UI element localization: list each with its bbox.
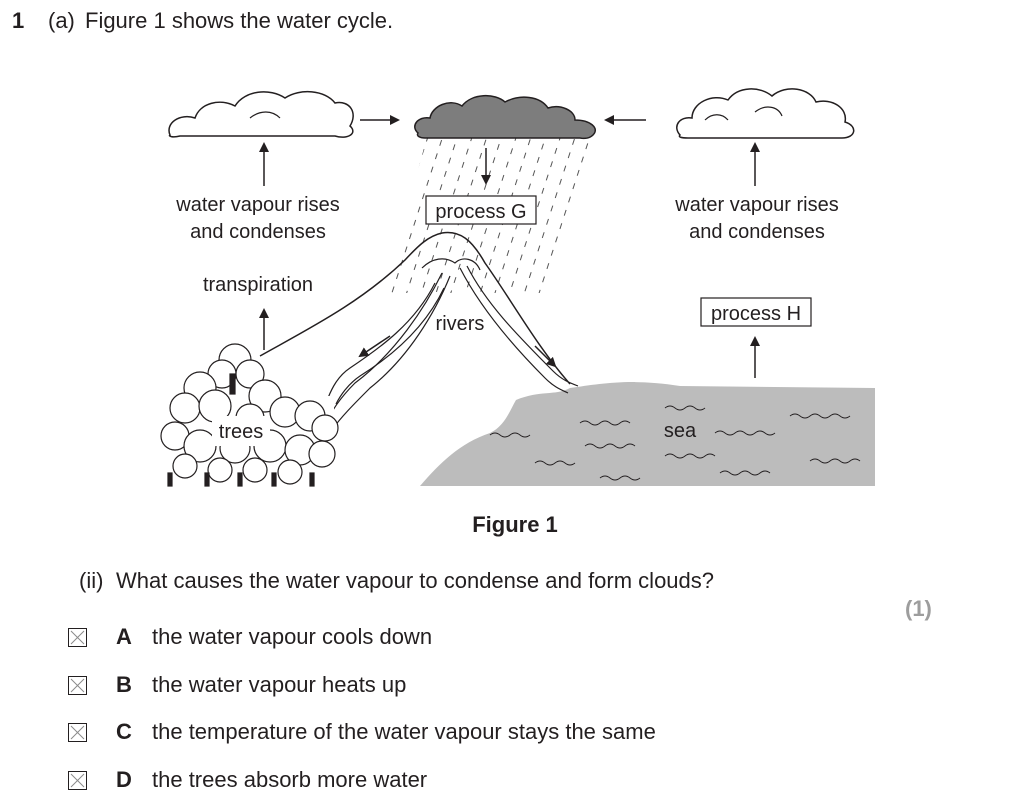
left-rises-label-line1: water vapour rises	[175, 194, 339, 216]
runoff-arrow	[534, 345, 557, 368]
river-flow-arrow	[358, 335, 391, 358]
right-cloud-icon	[676, 88, 855, 139]
trees-label-bg	[212, 416, 270, 446]
question-part: (a)	[48, 8, 75, 33]
right-rises-label-line2: and condenses	[689, 221, 825, 243]
option-c-checkbox[interactable]	[68, 723, 87, 742]
question-intro: Figure 1 shows the water cycle.	[85, 8, 394, 33]
option-d-text: the trees absorb more water	[152, 767, 428, 792]
option-a-text: the water vapour cools down	[152, 624, 433, 649]
transpiration-label: transpiration	[203, 274, 313, 296]
rain-cloud-icon	[414, 95, 596, 140]
sea-label: sea	[664, 420, 697, 442]
marks-label: (1)	[905, 596, 932, 621]
option-c[interactable]: C the temperature of the water vapour st…	[0, 719, 900, 749]
figure-caption: Figure 1	[472, 512, 558, 537]
mountain	[259, 231, 571, 385]
option-b[interactable]: B the water vapour heats up	[0, 672, 900, 702]
right-rises-label-line1: water vapour rises	[674, 194, 838, 216]
sea-area	[420, 382, 875, 486]
option-b-letter: B	[116, 672, 132, 697]
subquestion-text: What causes the water vapour to condense…	[116, 568, 715, 593]
trees-cluster	[160, 343, 339, 487]
question-number: 1	[12, 8, 25, 33]
option-d[interactable]: D the trees absorb more water	[0, 767, 900, 797]
process-g-label: process G	[435, 201, 526, 223]
water-cycle-diagram: water vapour rises and condenses water v…	[160, 88, 875, 487]
option-d-letter: D	[116, 767, 132, 792]
option-a[interactable]: A the water vapour cools down	[0, 624, 900, 654]
process-g-box	[425, 195, 537, 225]
option-a-checkbox[interactable]	[68, 628, 87, 647]
process-h-label: process H	[711, 303, 801, 325]
process-h-box	[700, 297, 812, 327]
trees-label: trees	[219, 421, 263, 443]
option-c-text: the temperature of the water vapour stay…	[152, 719, 656, 744]
rivers-label: rivers	[436, 313, 485, 335]
left-rises-label-line2: and condenses	[190, 221, 326, 243]
subquestion-number: (ii)	[79, 568, 104, 593]
sea-waves	[489, 405, 861, 481]
left-cloud-icon	[168, 91, 354, 138]
option-a-letter: A	[116, 624, 132, 649]
option-b-text: the water vapour heats up	[152, 672, 407, 697]
option-b-checkbox[interactable]	[68, 676, 87, 695]
option-d-checkbox[interactable]	[68, 771, 87, 790]
option-c-letter: C	[116, 719, 132, 744]
